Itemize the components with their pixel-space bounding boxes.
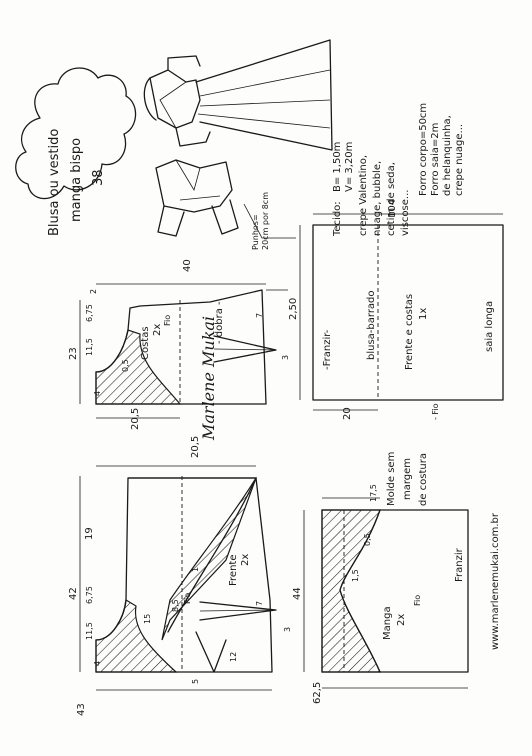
front-qty: 2x [240, 554, 251, 566]
title-cloud: Blusa ou vestido manga bispo 38 [15, 67, 137, 236]
skirt-left-dim: 2,50 [288, 298, 299, 320]
fabric-dress-length: V= 3,20m [344, 142, 355, 192]
fabric-lining-skirt: Forro saia=2m [430, 123, 441, 196]
sleeve-length-dim: 44 [292, 587, 303, 600]
back-armhole-dim: 4 [93, 391, 102, 396]
title-line-1: Blusa ou vestido [47, 129, 62, 236]
fabric-line-9: de helanquinha, [442, 115, 453, 196]
front-length-dim: 42 [68, 587, 79, 600]
front-neck-dim: 6,75 [85, 586, 94, 604]
cuffs-size: 20cm por 8cm [261, 192, 270, 250]
dress-sketch [143, 39, 333, 151]
signature: Marlene Mukai [199, 316, 218, 441]
front-grain: Fio [183, 593, 192, 604]
fabric-blouse-length: B= 1,50m [332, 142, 343, 192]
fabric-line-6: viscose... [400, 190, 411, 236]
title-line-2: manga bispo [69, 138, 84, 222]
signature-text: Marlene Mukai [199, 316, 218, 441]
blouse-sketch [155, 159, 239, 237]
fabric-line-3: crepe Valentino, [358, 155, 369, 236]
title-line-3: 38 [91, 169, 106, 186]
back-width-dim: 40 [182, 259, 193, 272]
back-grain: Fio [163, 315, 172, 326]
fabric-line-5: cetim de seda, [386, 162, 397, 236]
fabric-label: Tecido: [332, 201, 343, 237]
back-label: Costas [140, 326, 151, 360]
front-overlap-dim: 1 [191, 567, 200, 572]
website: www.marlenemukai.com.br [490, 512, 501, 650]
back-length-dim: 23 [68, 347, 79, 360]
front-armhole-depth: 4 [93, 661, 102, 666]
skirt-bottom-dim: 20 [342, 407, 353, 420]
front-waist-dim: 43 [76, 703, 87, 716]
skirt-long-label: saia longa [484, 301, 495, 352]
back-shoulder-dim: 11,5 [85, 338, 94, 356]
fabric-info: Tecido: B= 1,50m V= 3,20m crepe Valentin… [332, 103, 465, 237]
front-dart-dim: 8,5 [171, 599, 180, 612]
sleeve-cap-height: 1,5 [351, 569, 360, 582]
skirt-grain-label: - Fio [431, 403, 440, 420]
back-piece: 40 23 20,5 11,5 6,75 2 4 0,5 7 3 Costas … [68, 259, 290, 430]
note-line-3: de costura [418, 453, 429, 506]
note-line-2: margem [402, 458, 413, 500]
front-center-dim: 19 [84, 527, 95, 540]
front-armhole-dim: 15 [143, 614, 152, 624]
front-shoulder-dim: 11,5 [85, 622, 94, 640]
seam-allowance-note: Molde sem margem de costura [386, 452, 429, 506]
back-dart-dim: 7 [255, 313, 264, 318]
sleeve-grain: Fio [413, 595, 422, 606]
front-dart-depth: 3 [283, 627, 292, 632]
back-curve-dim: 0,5 [121, 359, 130, 372]
skirt-blouse-hem-label: blusa-barrado [366, 290, 377, 360]
website-text: www.marlenemukai.com.br [490, 512, 501, 650]
front-top-dim: 20,5 [190, 436, 201, 458]
sleeve-label: Manga [382, 606, 393, 640]
back-fold-label: - dobra - [214, 301, 225, 344]
back-qty: 2x [152, 324, 163, 336]
front-hem-dim: 5 [191, 679, 200, 684]
skirt-piece: 104 2,50 20 -Franzir- blusa-barrado Fren… [288, 199, 504, 420]
cuffs-arrow [243, 203, 296, 239]
skirt-top-dim: 104 [387, 199, 398, 218]
sleeve-width-dim: 62,5 [312, 682, 323, 704]
back-neck-dim: 6,75 [85, 304, 94, 322]
skirt-gather-label: -Franzir- [322, 329, 333, 370]
back-dart-depth: 3 [281, 355, 290, 360]
sleeve-cap-dim: 17,5 [369, 484, 378, 502]
cuffs-note: Punhos= 20cm por 8cm [251, 192, 270, 250]
skirt-front-back-label: Frente e costas [404, 294, 415, 370]
back-waist-dim: 20,5 [130, 408, 141, 430]
fabric-line-10: crepe nuage... [454, 124, 465, 196]
front-piece: 42 19 20,5 43 11,5 6,75 15 8,5 4 7 3 1 5… [68, 436, 292, 716]
cuffs-label: Punhos= [251, 214, 260, 250]
fabric-lining-body: Forro corpo=50cm [418, 103, 429, 196]
back-top-dim: 2 [89, 289, 98, 294]
sleeve-gather-label: Franzir [454, 547, 465, 582]
front-waist-dart: 12 [229, 652, 238, 662]
front-dart-length: 7 [255, 601, 264, 606]
sleeve-curve-dim: 0,5 [363, 533, 372, 546]
fabric-line-4: nuage, bubble, [372, 161, 383, 236]
sleeve-piece: 44 17,5 62,5 0,5 1,5 Manga 2x Fio Franzi… [292, 484, 469, 704]
skirt-qty: 1x [418, 308, 429, 320]
front-label: Frente [228, 555, 239, 586]
sleeve-qty: 2x [396, 614, 407, 626]
note-line-1: Molde sem [386, 452, 397, 506]
